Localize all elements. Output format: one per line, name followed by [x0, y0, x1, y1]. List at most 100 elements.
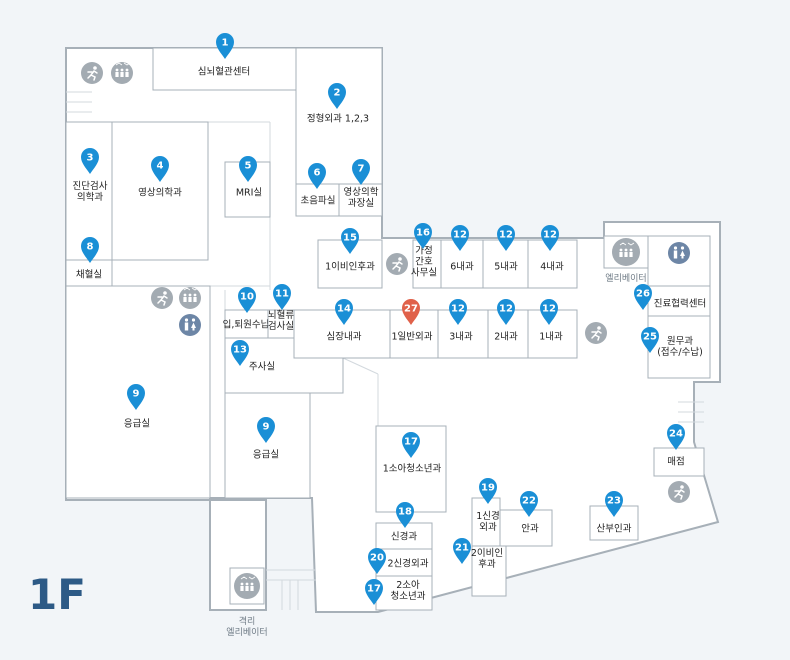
map-pin[interactable]: 12	[540, 299, 558, 325]
pin-marker-shape	[216, 33, 234, 59]
map-pin[interactable]: 26	[634, 284, 652, 310]
map-pin[interactable]: 3	[81, 148, 99, 174]
pin-number: 17	[404, 437, 418, 448]
map-pin[interactable]: 20	[368, 548, 386, 574]
pin-marker-shape	[368, 548, 386, 574]
room-r26[interactable]: 진료협력센터	[647, 285, 711, 317]
map-pin[interactable]: 24	[667, 424, 685, 450]
room-label: 채혈실	[76, 269, 102, 281]
pin-marker-shape	[540, 299, 558, 325]
map-pin[interactable]: 9	[127, 384, 145, 410]
pin-marker-shape	[151, 156, 169, 182]
map-pin[interactable]: 4	[151, 156, 169, 182]
map-pin[interactable]: 16	[414, 223, 432, 249]
main-elevator-caption: 엘리베이터	[605, 273, 646, 284]
pin-number: 4	[157, 161, 164, 172]
map-pin[interactable]: 9	[257, 417, 275, 443]
map-pin[interactable]: 12	[541, 225, 559, 251]
pin-number: 6	[314, 168, 321, 179]
map-pin[interactable]: 17	[365, 579, 383, 605]
room-r20[interactable]: 2신경외과	[375, 548, 433, 577]
room-label: 영상의학과	[138, 188, 182, 199]
pin-number: 18	[398, 507, 412, 518]
room-r24[interactable]: 매점	[653, 447, 705, 477]
room-label: 검사실	[268, 320, 294, 332]
room-r12c[interactable]: 4내과	[527, 239, 578, 289]
room-label: MRI실	[236, 188, 262, 199]
room-label: (접수/수납)	[657, 346, 703, 358]
map-pin[interactable]: 18	[396, 502, 414, 528]
emergency-exit-icon	[585, 322, 607, 344]
map-pin[interactable]: 8	[81, 237, 99, 263]
pin-number: 23	[607, 496, 621, 507]
room-r2[interactable]: 정형외과 1,2,3	[295, 47, 383, 185]
map-pin[interactable]: 19	[479, 478, 497, 504]
map-pin[interactable]: 6	[308, 163, 326, 189]
pin-marker-shape	[634, 284, 652, 310]
room-r8[interactable]: 채혈실	[65, 259, 113, 287]
map-pin[interactable]: 12	[497, 225, 515, 251]
map-pin[interactable]: 12	[451, 225, 469, 251]
emergency-exit-icon	[386, 253, 408, 275]
room-r4[interactable]: 영상의학과	[111, 121, 209, 261]
map-pin[interactable]: 1	[216, 33, 234, 59]
room-r22[interactable]: 안과	[499, 509, 553, 547]
map-pin[interactable]: 2	[328, 83, 346, 109]
pin-number: 11	[275, 289, 289, 300]
map-pin[interactable]: 5	[239, 156, 257, 182]
pin-marker-shape	[273, 284, 291, 310]
room-label: 5내과	[494, 262, 518, 273]
pin-marker-shape	[396, 502, 414, 528]
pin-marker-shape	[335, 299, 353, 325]
room-r6[interactable]: 초음파실	[295, 183, 340, 217]
map-pin[interactable]: 21	[453, 538, 471, 564]
room-label: 1이비인후과	[325, 262, 375, 273]
room-label: 영상의학	[344, 187, 379, 198]
map-pin[interactable]: 10	[238, 287, 256, 313]
room-r25[interactable]: 원무과(접수/수납)	[647, 315, 711, 379]
pin-number: 26	[636, 289, 650, 300]
room-shape	[471, 497, 501, 547]
room-label: 1일반외과	[391, 331, 432, 343]
map-pin[interactable]: 22	[520, 491, 538, 517]
map-pin[interactable]: 12	[497, 299, 515, 325]
pin-marker-shape	[479, 478, 497, 504]
map-pin[interactable]: 25	[641, 327, 659, 353]
map-pin[interactable]: 17	[402, 432, 420, 458]
map-pin[interactable]: 14	[335, 299, 353, 325]
isolation-elevator-caption: 엘리베이터	[226, 627, 267, 638]
room-r9b[interactable]: 응급실	[224, 392, 311, 499]
pin-number: 10	[240, 292, 254, 303]
pin-marker-shape	[352, 159, 370, 185]
room-r10[interactable]: 입,퇴원수납	[223, 309, 270, 339]
emergency-exit-icon	[81, 62, 103, 84]
room-label: 신경과	[391, 531, 417, 543]
room-label: 매점	[667, 456, 684, 468]
room-r18[interactable]: 신경과	[375, 522, 433, 550]
pin-marker-shape	[308, 163, 326, 189]
map-pin[interactable]: 12	[449, 299, 467, 325]
pin-marker-shape	[365, 579, 383, 605]
pin-number: 24	[669, 429, 683, 440]
room-label: 2내과	[494, 332, 518, 343]
room-label: 1신경	[476, 510, 500, 522]
current-location-pin[interactable]: 27	[402, 299, 420, 325]
map-pin[interactable]: 11	[273, 284, 291, 310]
isolation-elevator-caption: 격리	[239, 615, 256, 627]
room-shape	[375, 548, 433, 577]
map-pin[interactable]: 23	[605, 491, 623, 517]
room-r15[interactable]: 1이비인후과	[317, 239, 383, 289]
pin-marker-shape	[257, 417, 275, 443]
room-label: 1소아청소년과	[383, 464, 442, 475]
map-pin[interactable]: 13	[231, 340, 249, 366]
map-pin[interactable]: 15	[341, 228, 359, 254]
map-pin[interactable]: 7	[352, 159, 370, 185]
room-label: 응급실	[253, 450, 279, 461]
